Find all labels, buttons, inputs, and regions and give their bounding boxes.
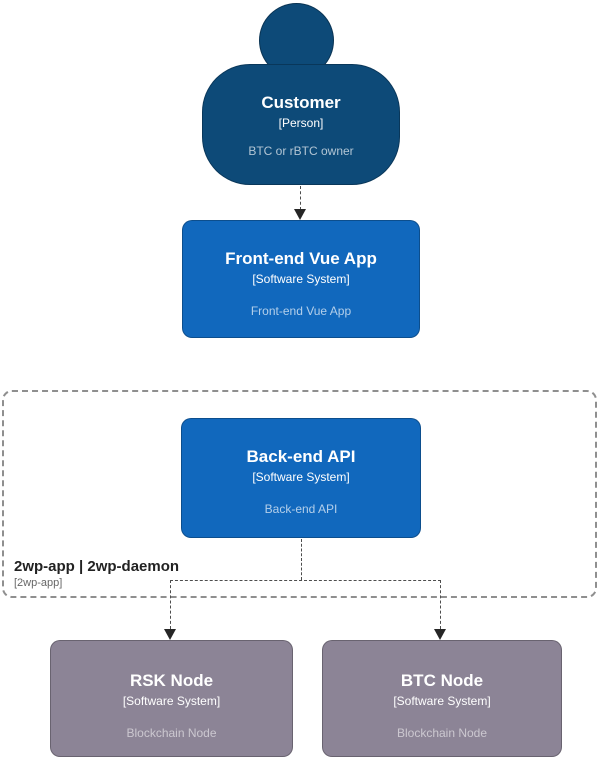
- node-description: Back-end API: [264, 501, 338, 516]
- node-type: [Software System]: [122, 693, 221, 708]
- node-title: Customer: [261, 93, 341, 112]
- edge-backend-btc-arrowhead-icon: [434, 629, 446, 640]
- edge-backend-elbow-line: [170, 580, 441, 581]
- system-rsk-node: RSK Node [Software System] Blockchain No…: [50, 640, 293, 757]
- person-customer: Customer [Person] BTC or rBTC owner: [202, 64, 400, 185]
- node-type: [Software System]: [252, 469, 350, 484]
- node-type: [Software System]: [252, 271, 350, 286]
- boundary-label: 2wp-app | 2wp-daemon [2wp-app]: [14, 558, 179, 589]
- edge-backend-rsk-arrowhead-icon: [164, 629, 176, 640]
- node-description: Blockchain Node: [126, 725, 217, 740]
- boundary-subtitle: [2wp-app]: [14, 577, 63, 589]
- edge-customer-frontend-line: [300, 186, 301, 210]
- node-title: Back-end API: [246, 447, 356, 466]
- edge-backend-rsk-line: [170, 580, 171, 629]
- edge-backend-btc-line: [440, 580, 441, 629]
- node-title: BTC Node: [400, 671, 484, 690]
- system-btc-node: BTC Node [Software System] Blockchain No…: [322, 640, 562, 757]
- node-type: [Person]: [278, 115, 324, 130]
- node-description: BTC or rBTC owner: [248, 143, 354, 158]
- node-title: Front-end Vue App: [225, 249, 377, 268]
- boundary-2wp-app: 2wp-app | 2wp-daemon [2wp-app]: [2, 390, 597, 598]
- system-backend-api: Back-end API [Software System] Back-end …: [181, 418, 421, 538]
- node-type: [Software System]: [393, 693, 491, 708]
- boundary-title: 2wp-app | 2wp-daemon: [14, 558, 180, 575]
- node-description: Blockchain Node: [396, 725, 488, 740]
- system-frontend-vue-app: Front-end Vue App [Software System] Fron…: [182, 220, 420, 338]
- node-title: RSK Node: [129, 671, 214, 690]
- edge-backend-stem-line: [301, 539, 302, 580]
- node-description: Front-end Vue App: [250, 303, 352, 318]
- edge-customer-frontend-arrowhead-icon: [294, 209, 306, 220]
